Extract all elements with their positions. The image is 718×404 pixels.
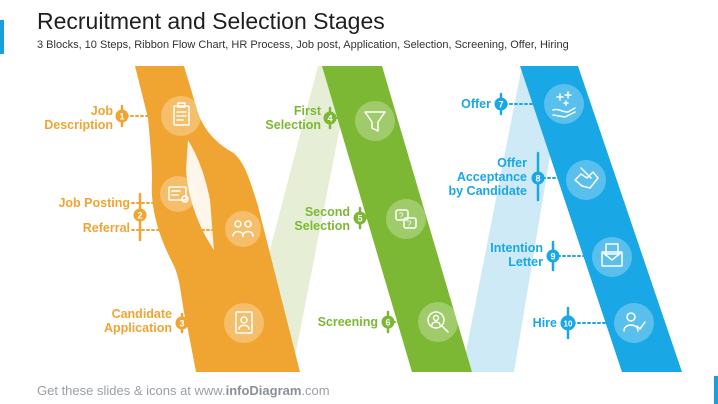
corner-accent (714, 376, 718, 404)
fade-ribbon-green-blue (462, 66, 565, 372)
accent-bar (0, 20, 4, 54)
marker-9 (546, 249, 560, 263)
marker-10 (560, 315, 576, 331)
marker-3 (175, 316, 189, 330)
step-label-2a: Job Posting (58, 196, 130, 210)
step-number-5: 5 (357, 214, 362, 224)
marker-1 (115, 109, 129, 123)
application-document-icon (235, 311, 253, 334)
step-number-7: 7 (498, 100, 503, 110)
funnel-icon (364, 111, 386, 132)
step-number-10: 10 (564, 320, 573, 329)
envelope-letter-icon (601, 243, 623, 267)
referral-people-icon (232, 220, 254, 237)
ribbon-orange-gap (186, 140, 214, 250)
icon-circle-8 (566, 160, 606, 200)
ribbon-orange (135, 66, 300, 372)
step-number-6: 6 (385, 318, 390, 328)
step-number-8: 8 (535, 174, 540, 184)
clipboard-icon (173, 102, 190, 126)
marker-8 (531, 171, 545, 185)
step-label-3: Candidate Application (103, 307, 172, 335)
icon-circle-4 (355, 101, 395, 141)
step-label-8: Offer Acceptance by Candidate (448, 156, 528, 198)
step-label-9: Intention Letter (490, 241, 543, 269)
footer-credit: Get these slides & icons at www.infoDiag… (37, 383, 330, 398)
step-label-5: Second Selection (294, 205, 350, 233)
step-number-1: 1 (119, 112, 124, 122)
step-number-9: 9 (550, 252, 555, 262)
person-check-icon (623, 312, 646, 332)
page-title: Recruitment and Selection Stages (37, 8, 385, 34)
magnifier-person-icon (427, 311, 449, 333)
question-bubbles-icon: ? ? (395, 209, 417, 229)
step-label-2b: Referral (82, 221, 130, 235)
handshake-icon (574, 167, 599, 189)
marker-7 (494, 97, 508, 111)
job-posting-icon (168, 186, 189, 203)
step-label-6: Screening (317, 315, 378, 329)
icon-circle-10 (614, 303, 654, 343)
marker-5 (353, 211, 367, 225)
svg-text:?: ? (399, 212, 404, 221)
hand-offer-icon (552, 91, 576, 118)
marker-4 (323, 111, 337, 125)
icon-circle-7 (544, 84, 584, 124)
icon-circle-9 (592, 237, 632, 277)
footer-brand: infoDiagram (225, 383, 302, 398)
icon-circle-2b (225, 211, 261, 247)
marker-6 (381, 315, 395, 329)
marker-2 (133, 208, 147, 222)
step-number-2: 2 (137, 211, 142, 221)
step-number-4: 4 (327, 114, 332, 124)
step-number-3: 3 (179, 319, 184, 329)
step-label-4: First Selection (265, 104, 321, 132)
icon-circle-2 (160, 176, 196, 212)
icon-circle-5 (386, 199, 426, 239)
step-label-7: Offer (461, 97, 491, 111)
svg-text:?: ? (407, 220, 412, 229)
ribbon-blue (520, 66, 682, 372)
step-label-1: Job Description (44, 104, 113, 132)
step-label-10: Hire (532, 316, 557, 330)
page-subtitle: 3 Blocks, 10 Steps, Ribbon Flow Chart, H… (37, 39, 569, 51)
